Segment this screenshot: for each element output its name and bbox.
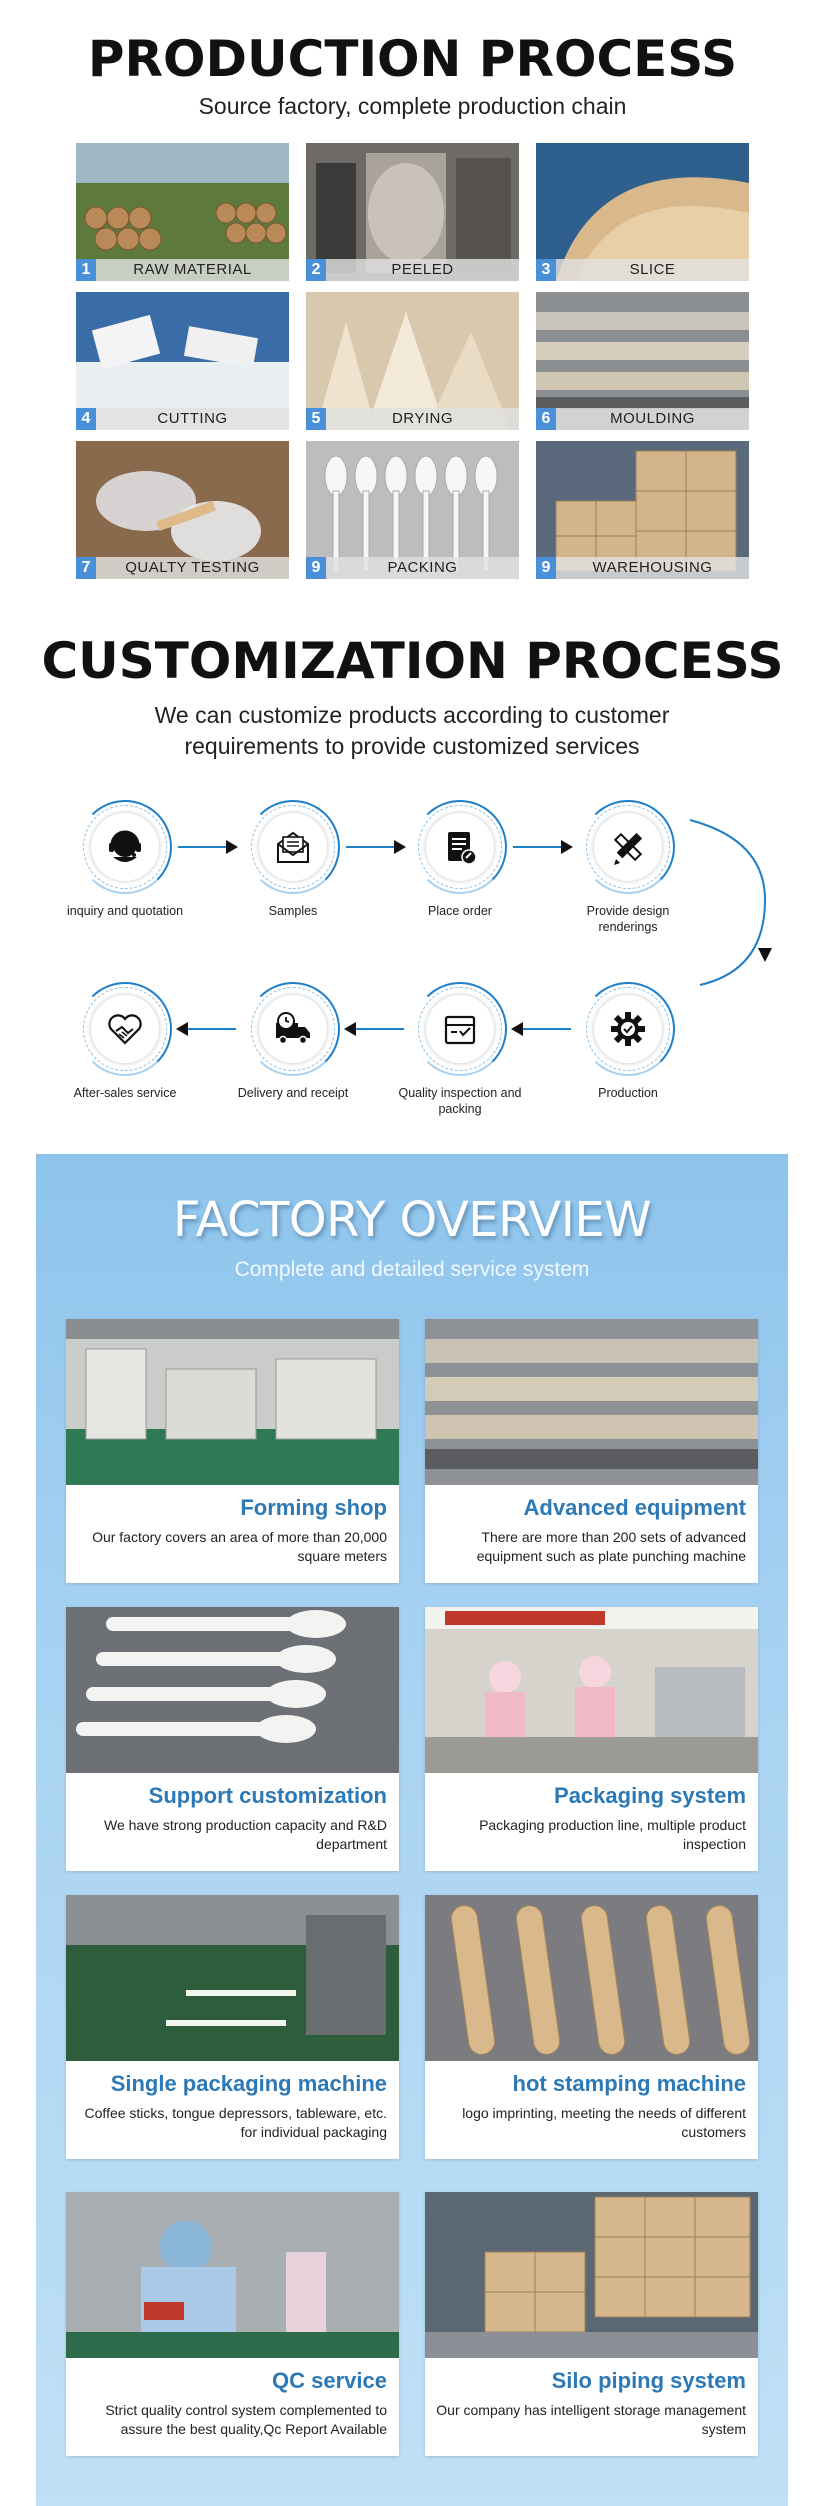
step-label: Production <box>598 1086 658 1100</box>
flow-arrow <box>346 840 406 854</box>
quality-testing-photo <box>76 441 289 579</box>
production-step-peeled: 2 PEELED <box>306 143 519 281</box>
drying-photo <box>306 292 519 430</box>
step-label: Delivery and receipt <box>237 1086 349 1100</box>
step-label: Samples <box>268 904 318 918</box>
factory-card-hot-stamping-machine: hot stamping machine logo imprinting, me… <box>425 1895 758 2159</box>
step-number: 9 <box>536 557 556 579</box>
card-title: Silo piping system <box>551 2368 746 2393</box>
package-check-icon <box>444 1015 476 1045</box>
step-number: 7 <box>76 557 96 579</box>
step-number: 5 <box>306 408 326 430</box>
gear-icon <box>611 1012 645 1046</box>
flow-arrow <box>344 1022 404 1036</box>
production-step-packing: 9 PACKING <box>306 441 519 579</box>
step-label: PACKING <box>387 559 458 576</box>
step-label: DRYING <box>391 410 454 427</box>
handshake-heart-icon <box>108 1014 142 1045</box>
factory-card-support-customization: Support customization We have strong pro… <box>66 1607 399 1871</box>
flow-arrow <box>513 840 573 854</box>
headset-icon <box>109 830 141 862</box>
step-label: MOULDING <box>610 410 695 427</box>
card-title: Packaging system <box>554 1783 746 1808</box>
qc-service-photo <box>66 2192 399 2358</box>
card-description: Packaging production line, multiple prod… <box>479 1817 746 1852</box>
factory-card-advanced-equipment: Advanced equipment There are more than 2… <box>425 1319 758 1583</box>
factory-overview-panel: FACTORY OVERVIEW Complete and detailed s… <box>36 1154 788 2506</box>
card-description: Strict quality control system complement… <box>105 2402 387 2437</box>
support-customization-photo <box>66 1607 399 1773</box>
flow-arrow <box>178 840 238 854</box>
card-description: Our company has intelligent storage mana… <box>436 2402 746 2437</box>
raw-material-photo <box>76 143 289 281</box>
step-label: Quality inspection and packing <box>398 1086 522 1116</box>
curve-connector <box>689 819 772 986</box>
step-label: Provide design renderings <box>586 904 670 934</box>
step-label: WAREHOUSING <box>592 559 713 576</box>
factory-subtitle: Complete and detailed service system <box>234 1258 590 1281</box>
pencil-ruler-icon <box>613 832 643 865</box>
card-description: logo imprinting, meeting the needs of di… <box>462 2105 746 2140</box>
factory-card-silo-piping-system: Silo piping system Our company has intel… <box>425 2192 758 2456</box>
card-description: Coffee sticks, tongue depressors, tablew… <box>84 2105 387 2140</box>
step-number: 2 <box>306 259 326 281</box>
production-grid: 1 RAW MATERIAL 2 PEELED 3 SLICE <box>76 143 750 579</box>
moulding-photo <box>536 292 749 430</box>
step-number: 3 <box>536 259 556 281</box>
production-step-warehousing: 9 WAREHOUSING <box>536 441 749 579</box>
truck-icon <box>276 1012 310 1045</box>
card-description: There are more than 200 sets of advanced… <box>476 1529 746 1564</box>
card-title: QC service <box>272 2368 387 2393</box>
single-packaging-machine-photo <box>66 1895 399 2061</box>
step-number: 1 <box>76 259 96 281</box>
production-step-cutting: 4 CUTTING <box>76 292 289 430</box>
step-number: 4 <box>76 408 96 430</box>
packaging-system-photo <box>425 1607 758 1773</box>
step-label: RAW MATERIAL <box>133 261 252 278</box>
customization-title: CUSTOMIZATION PROCESS <box>41 632 784 690</box>
factory-card-single-packaging-machine: Single packaging machine Coffee sticks, … <box>66 1895 399 2159</box>
warehousing-photo <box>536 441 749 579</box>
step-label: inquiry and quotation <box>66 904 184 918</box>
step-label: QUALTY TESTING <box>125 559 260 576</box>
envelope-icon <box>277 831 309 863</box>
packing-photo <box>306 441 519 579</box>
card-title: Single packaging machine <box>110 2071 387 2096</box>
production-subtitle: Source factory, complete production chai… <box>198 93 627 119</box>
card-title: hot stamping machine <box>512 2071 746 2096</box>
production-step-quality-testing: 7 QUALTY TESTING <box>76 441 289 579</box>
document-icon <box>448 832 477 865</box>
step-label: SLICE <box>629 261 676 278</box>
card-title: Advanced equipment <box>523 1495 746 1520</box>
silo-piping-system-photo <box>425 2192 758 2358</box>
factory-card-forming-shop: Forming shop Our factory covers an area … <box>66 1319 399 1583</box>
forming-shop-photo <box>66 1319 399 1485</box>
flow-arrow <box>511 1022 571 1036</box>
step-label: CUTTING <box>157 410 228 427</box>
customization-flow: inquiry and quotation Samples <box>67 800 772 1130</box>
production-step-drying: 5 DRYING <box>306 292 519 430</box>
production-step-raw-material: 1 RAW MATERIAL <box>76 143 289 281</box>
factory-card-packaging-system: Packaging system Packaging production li… <box>425 1607 758 1871</box>
production-title: PRODUCTION PROCESS <box>87 30 738 88</box>
card-title: Support customization <box>148 1783 387 1808</box>
advanced-equipment-photo <box>425 1319 758 1485</box>
hot-stamping-machine-photo <box>425 1895 758 2061</box>
production-step-moulding: 6 MOULDING <box>536 292 749 430</box>
step-number: 9 <box>306 557 326 579</box>
production-step-slice: 3 SLICE <box>536 143 749 281</box>
step-label: After-sales service <box>73 1086 177 1100</box>
factory-card-qc-service: QC service Strict quality control system… <box>66 2192 399 2456</box>
factory-title: FACTORY OVERVIEW <box>172 1192 652 1248</box>
step-label: Place order <box>428 904 492 918</box>
card-description: Our factory covers an area of more than … <box>92 1529 387 1564</box>
card-description: We have strong production capacity and R… <box>103 1817 387 1852</box>
flow-arrow <box>176 1022 236 1036</box>
customization-subtitle: We can customize products according to c… <box>154 702 670 759</box>
step-label: PEELED <box>391 261 454 278</box>
step-number: 6 <box>536 408 556 430</box>
card-title: Forming shop <box>240 1495 387 1520</box>
peeled-photo <box>306 143 519 281</box>
